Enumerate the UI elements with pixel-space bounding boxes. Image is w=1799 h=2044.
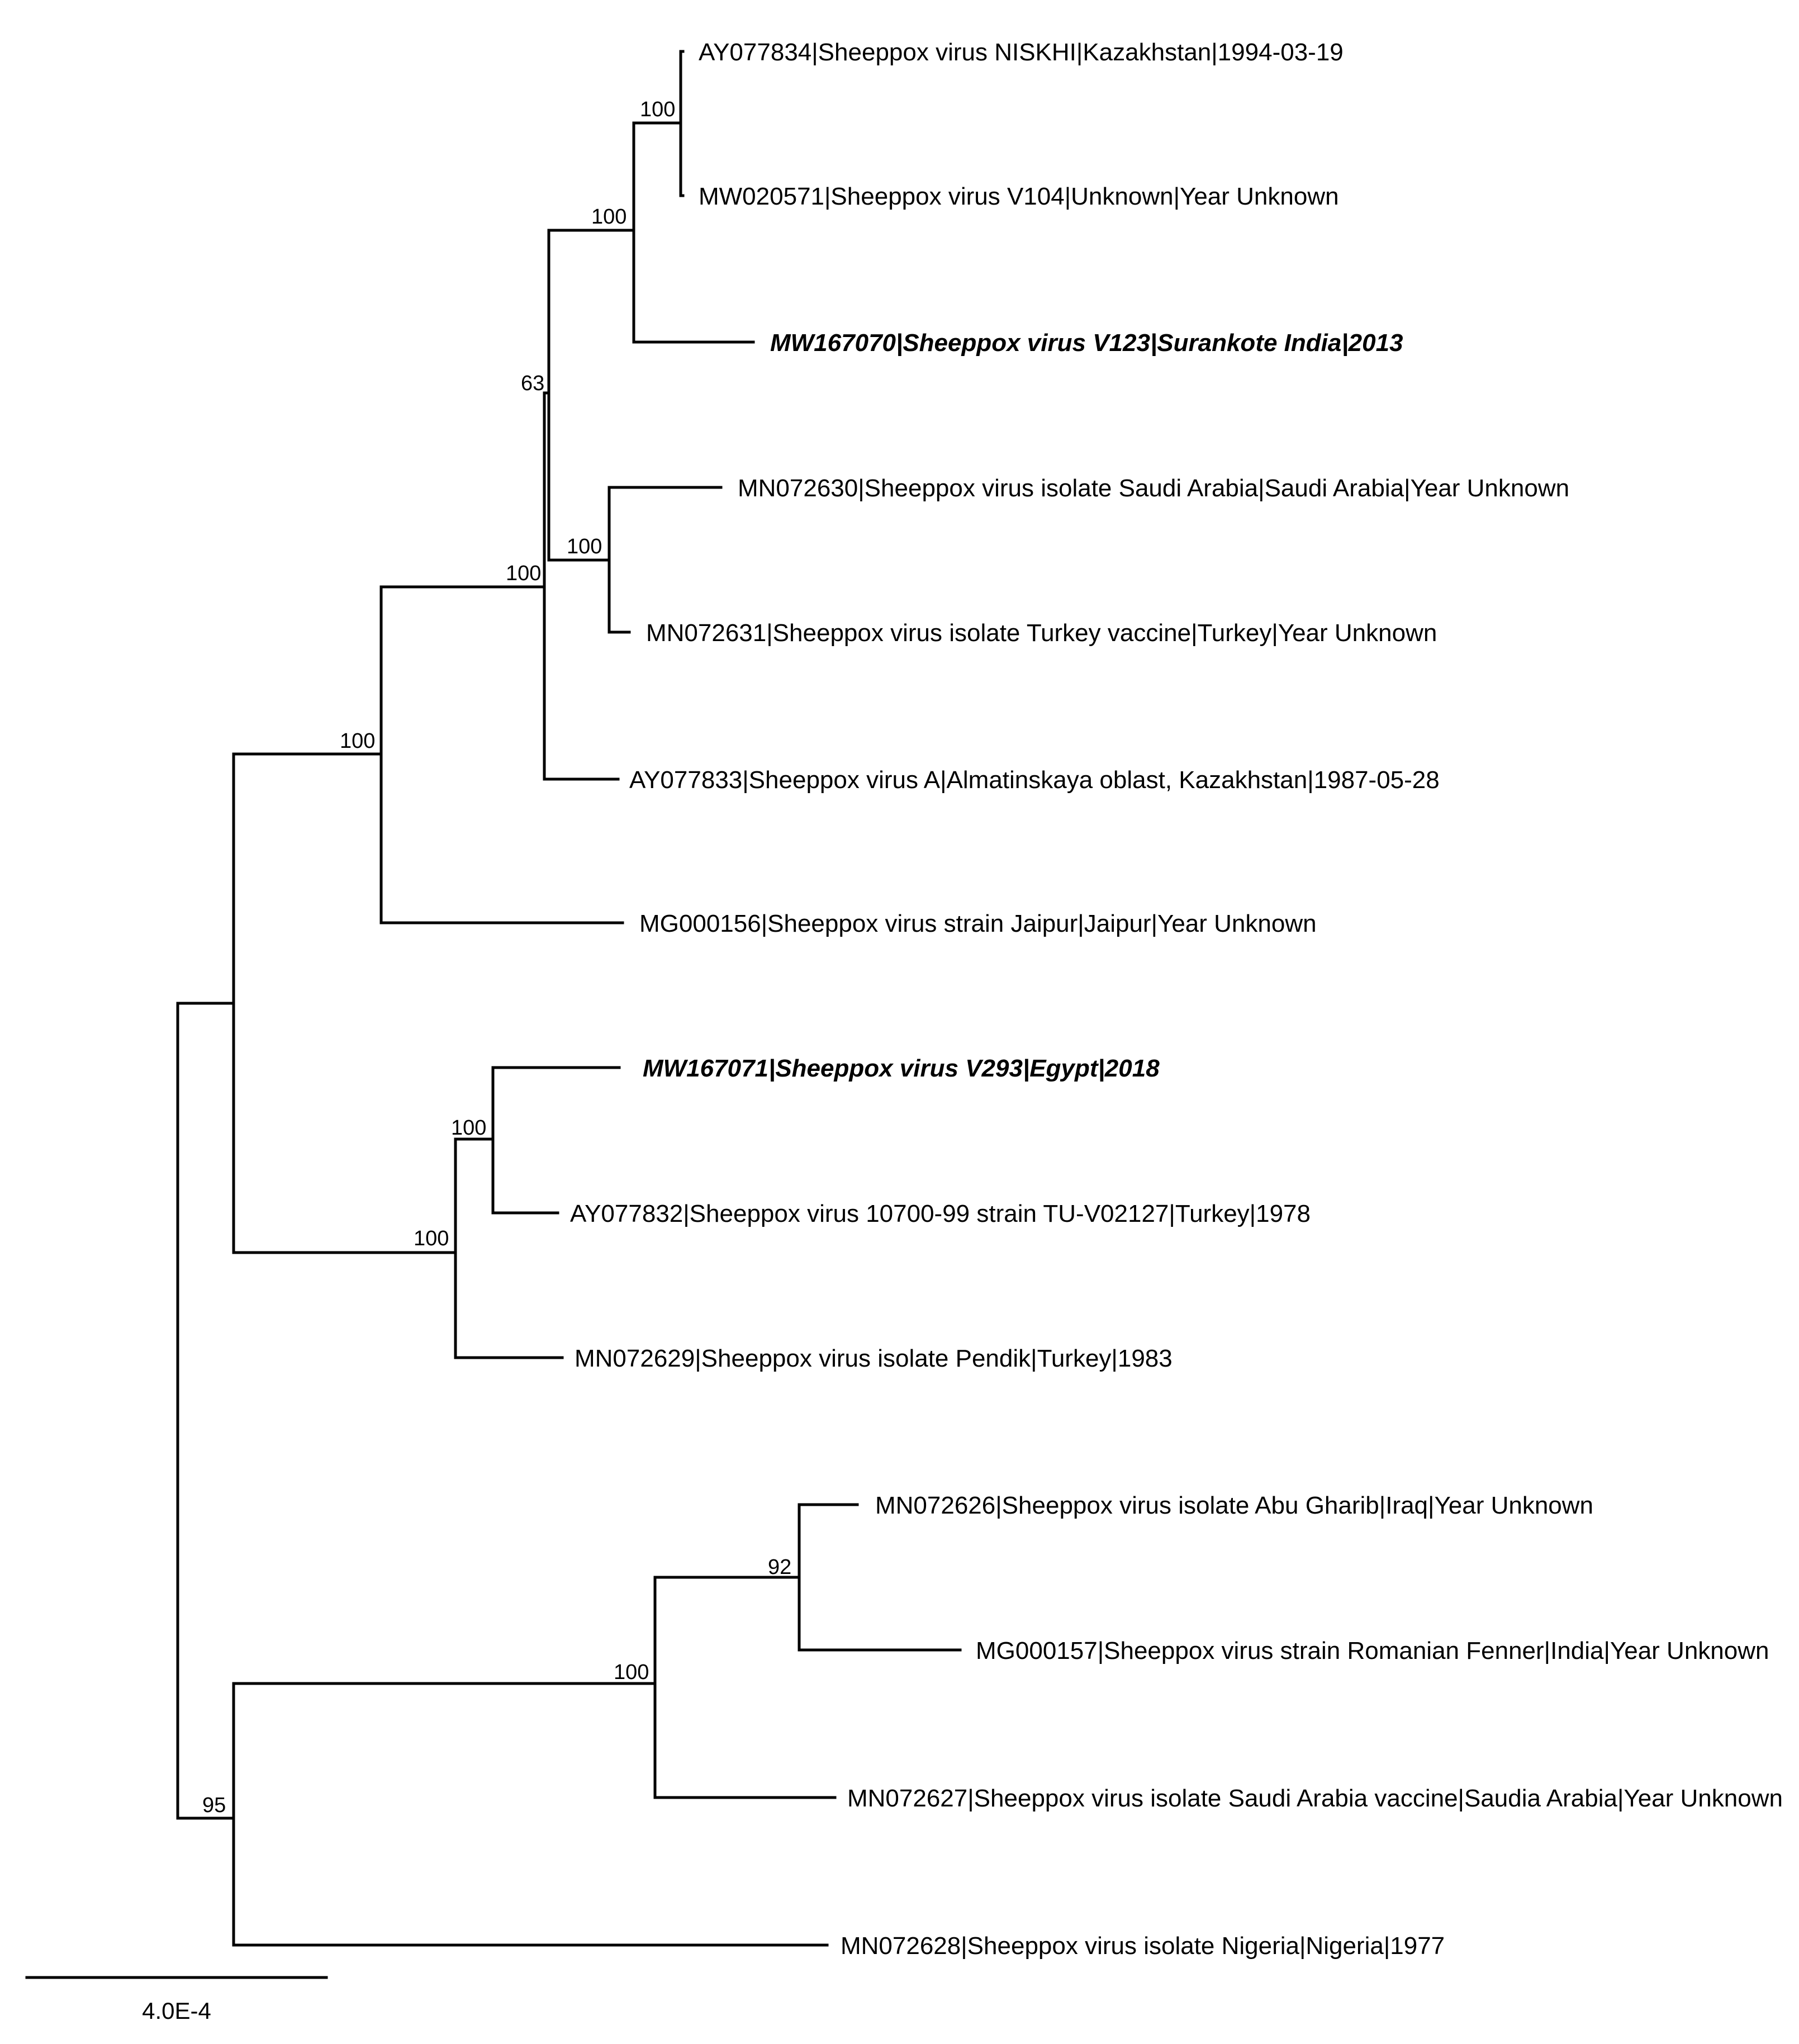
taxon-label: MN072629|Sheeppox virus isolate Pendik|T… bbox=[575, 1345, 1173, 1372]
taxon-label: MW020571|Sheeppox virus V104|Unknown|Yea… bbox=[699, 183, 1339, 210]
support-value: 92 bbox=[768, 1555, 791, 1579]
tree-branches bbox=[176, 50, 962, 1947]
support-value: 100 bbox=[451, 1116, 486, 1140]
leaf-labels: AY077834|Sheeppox virus NISKHI|Kazakhsta… bbox=[570, 39, 1783, 1960]
taxon-label-highlighted: MW167071|Sheeppox virus V293|Egypt|2018 bbox=[643, 1055, 1160, 1082]
taxon-label: MN072630|Sheeppox virus isolate Saudi Ar… bbox=[738, 475, 1569, 502]
support-value: 100 bbox=[340, 729, 375, 753]
taxon-label: MN072631|Sheeppox virus isolate Turkey v… bbox=[646, 619, 1437, 647]
taxon-label: MG000157|Sheeppox virus strain Romanian … bbox=[976, 1637, 1769, 1664]
support-value: 100 bbox=[506, 562, 541, 585]
taxon-label: MN072628|Sheeppox virus isolate Nigeria|… bbox=[841, 1932, 1445, 1960]
support-value: 100 bbox=[591, 205, 626, 229]
taxon-label: AY077834|Sheeppox virus NISKHI|Kazakhsta… bbox=[699, 39, 1344, 66]
support-values: 100 100 63 100 100 100 100 100 92 100 95 bbox=[202, 98, 791, 1817]
taxon-label: AY077833|Sheeppox virus A|Almatinskaya o… bbox=[629, 766, 1440, 794]
support-value: 100 bbox=[414, 1227, 449, 1250]
taxon-label-highlighted: MW167070|Sheeppox virus V123|Surankote I… bbox=[770, 329, 1403, 357]
taxon-label: MG000156|Sheeppox virus strain Jaipur|Ja… bbox=[639, 910, 1317, 937]
support-value: 100 bbox=[640, 98, 675, 121]
support-value: 95 bbox=[202, 1794, 226, 1817]
support-value: 63 bbox=[521, 372, 544, 395]
support-value: 100 bbox=[567, 535, 602, 558]
scale-bar: 4.0E-4 bbox=[25, 1976, 328, 2024]
taxon-label: MN072627|Sheeppox virus isolate Saudi Ar… bbox=[847, 1785, 1783, 1812]
taxon-label: AY077832|Sheeppox virus 10700-99 strain … bbox=[570, 1200, 1311, 1227]
scale-bar-label: 4.0E-4 bbox=[142, 1998, 211, 2024]
support-value: 100 bbox=[614, 1661, 649, 1684]
taxon-label: MN072626|Sheeppox virus isolate Abu Ghar… bbox=[875, 1492, 1593, 1519]
